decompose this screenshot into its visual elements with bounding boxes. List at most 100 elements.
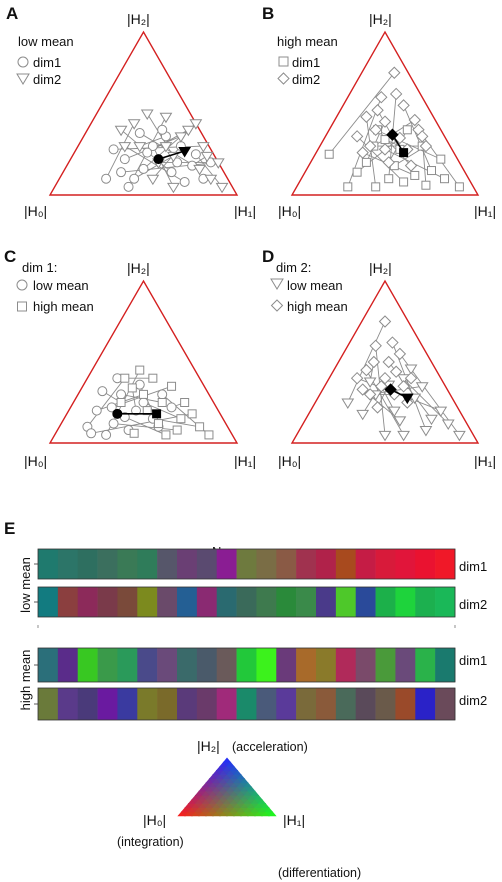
data-point-circle <box>101 429 112 440</box>
heatmap-cell <box>355 587 376 617</box>
data-point-diamond <box>386 336 399 349</box>
plot-area-a <box>101 109 229 194</box>
data-point-circle <box>86 428 97 439</box>
color-key-cell <box>250 790 260 796</box>
ternary-triangle-b <box>290 30 480 196</box>
data-point-circle <box>101 173 112 184</box>
data-point-diamond <box>388 66 401 79</box>
data-point-triangle-down <box>419 426 433 437</box>
heatmap-cell <box>435 648 456 682</box>
data-point-square <box>421 180 431 190</box>
data-point-circle <box>138 397 149 408</box>
heatmap-cell <box>256 549 277 579</box>
data-point-circle <box>147 141 158 152</box>
legend-label-c-2: high mean <box>33 299 94 314</box>
legend-label-c-1: low mean <box>33 278 89 293</box>
heatmap-cell <box>316 549 337 579</box>
heatmap-cell <box>355 549 376 579</box>
color-key-cell <box>243 782 253 788</box>
heatmap-cell <box>335 648 357 682</box>
data-point-square <box>343 182 353 192</box>
mean-point-circle <box>153 154 164 165</box>
pair-connector <box>403 105 432 171</box>
heatmap-cell <box>157 648 178 682</box>
data-point-circle <box>179 176 190 187</box>
data-point-square <box>399 177 409 187</box>
color-key-cell <box>247 786 256 792</box>
heatmap-cell <box>395 688 416 720</box>
data-point-square <box>172 425 182 435</box>
data-point-triangle-down <box>189 119 203 130</box>
mean-point-triangle-down <box>178 146 192 158</box>
heatmap-cell <box>435 688 456 720</box>
heatmap-cell <box>375 549 396 579</box>
vertex-label-top-a: |H₂| <box>127 11 150 27</box>
data-point-diamond <box>371 401 384 414</box>
color-key-cell <box>257 798 267 804</box>
data-point-circle <box>190 149 201 160</box>
vertex-label-left-c: |H₀| <box>24 453 47 469</box>
vertex-label-right-d: |H₁| <box>474 453 496 469</box>
heatmap-grid <box>34 548 456 721</box>
legend-marker-circle-c <box>16 279 28 291</box>
heatmap-cell <box>97 549 118 579</box>
panel-e: E Neurons low mean high mean dim1 dim2 d… <box>4 519 487 721</box>
heatmap-cell <box>296 549 317 579</box>
data-point-diamond <box>363 388 377 401</box>
heatmap-cell <box>256 688 277 720</box>
legend-label-d-1: low mean <box>287 278 343 293</box>
panel-b: B |H₂| |H₀| |H₁| high mean dim1 dim2 <box>262 4 496 219</box>
panel-d: D |H₂| |H₀| |H₁| dim 2: low mean high me… <box>262 247 496 469</box>
heatmap-cell <box>196 587 218 617</box>
heatmap-cell <box>196 648 218 682</box>
data-point-triangle-down <box>204 174 218 186</box>
heatmap-cell <box>216 549 237 579</box>
mean-point-diamond <box>386 128 399 141</box>
heatmap-cell <box>296 587 317 617</box>
heatmap-cell <box>276 549 297 579</box>
data-point-diamond <box>378 371 392 385</box>
data-point-triangle-down <box>397 430 410 442</box>
panel-letter-c: C <box>4 247 16 266</box>
heatmap-cell <box>97 587 118 617</box>
heatmap-cell <box>236 688 257 720</box>
data-point-triangle-down <box>404 364 418 375</box>
data-point-triangle-down <box>211 158 225 169</box>
plot-area-b <box>324 66 464 192</box>
heatmap-cell <box>355 648 376 682</box>
data-point-diamond <box>408 113 421 127</box>
data-point-diamond <box>371 104 384 117</box>
data-point-square <box>187 409 197 419</box>
data-point-circle <box>166 167 177 178</box>
legend-label-a-2: dim2 <box>33 72 61 87</box>
heatmap-cell <box>435 587 456 617</box>
data-point-square <box>352 167 362 177</box>
heatmap-cell <box>157 549 178 579</box>
group-label-high-mean: high mean <box>18 650 33 711</box>
key-left-label: |H₀| <box>143 812 166 828</box>
heatmap-cell <box>77 688 98 720</box>
color-key-cell <box>226 761 235 767</box>
data-point-triangle-down <box>118 142 132 153</box>
data-point-square <box>410 170 420 180</box>
plot-area-c <box>82 365 214 440</box>
heatmap-cell <box>355 688 376 720</box>
heatmap-cell <box>196 688 218 720</box>
data-point-triangle-down <box>393 416 407 427</box>
key-top-label: |H₂| <box>197 738 220 754</box>
data-point-square <box>157 398 167 407</box>
ternary-triangle-a <box>48 30 239 196</box>
heatmap-cell <box>415 648 436 682</box>
heatmap-cell <box>57 688 79 720</box>
color-key-cell <box>222 757 232 763</box>
color-key-cell <box>254 794 263 800</box>
key-top-sub: (acceleration) <box>232 740 308 754</box>
data-point-diamond <box>369 339 382 353</box>
data-point-square <box>454 182 464 192</box>
panel-letter-b: B <box>262 4 274 23</box>
heatmap-cell <box>395 549 416 579</box>
legend-title-a: low mean <box>18 34 74 49</box>
data-point-diamond <box>382 156 395 169</box>
ternary-triangle-c <box>48 279 239 444</box>
